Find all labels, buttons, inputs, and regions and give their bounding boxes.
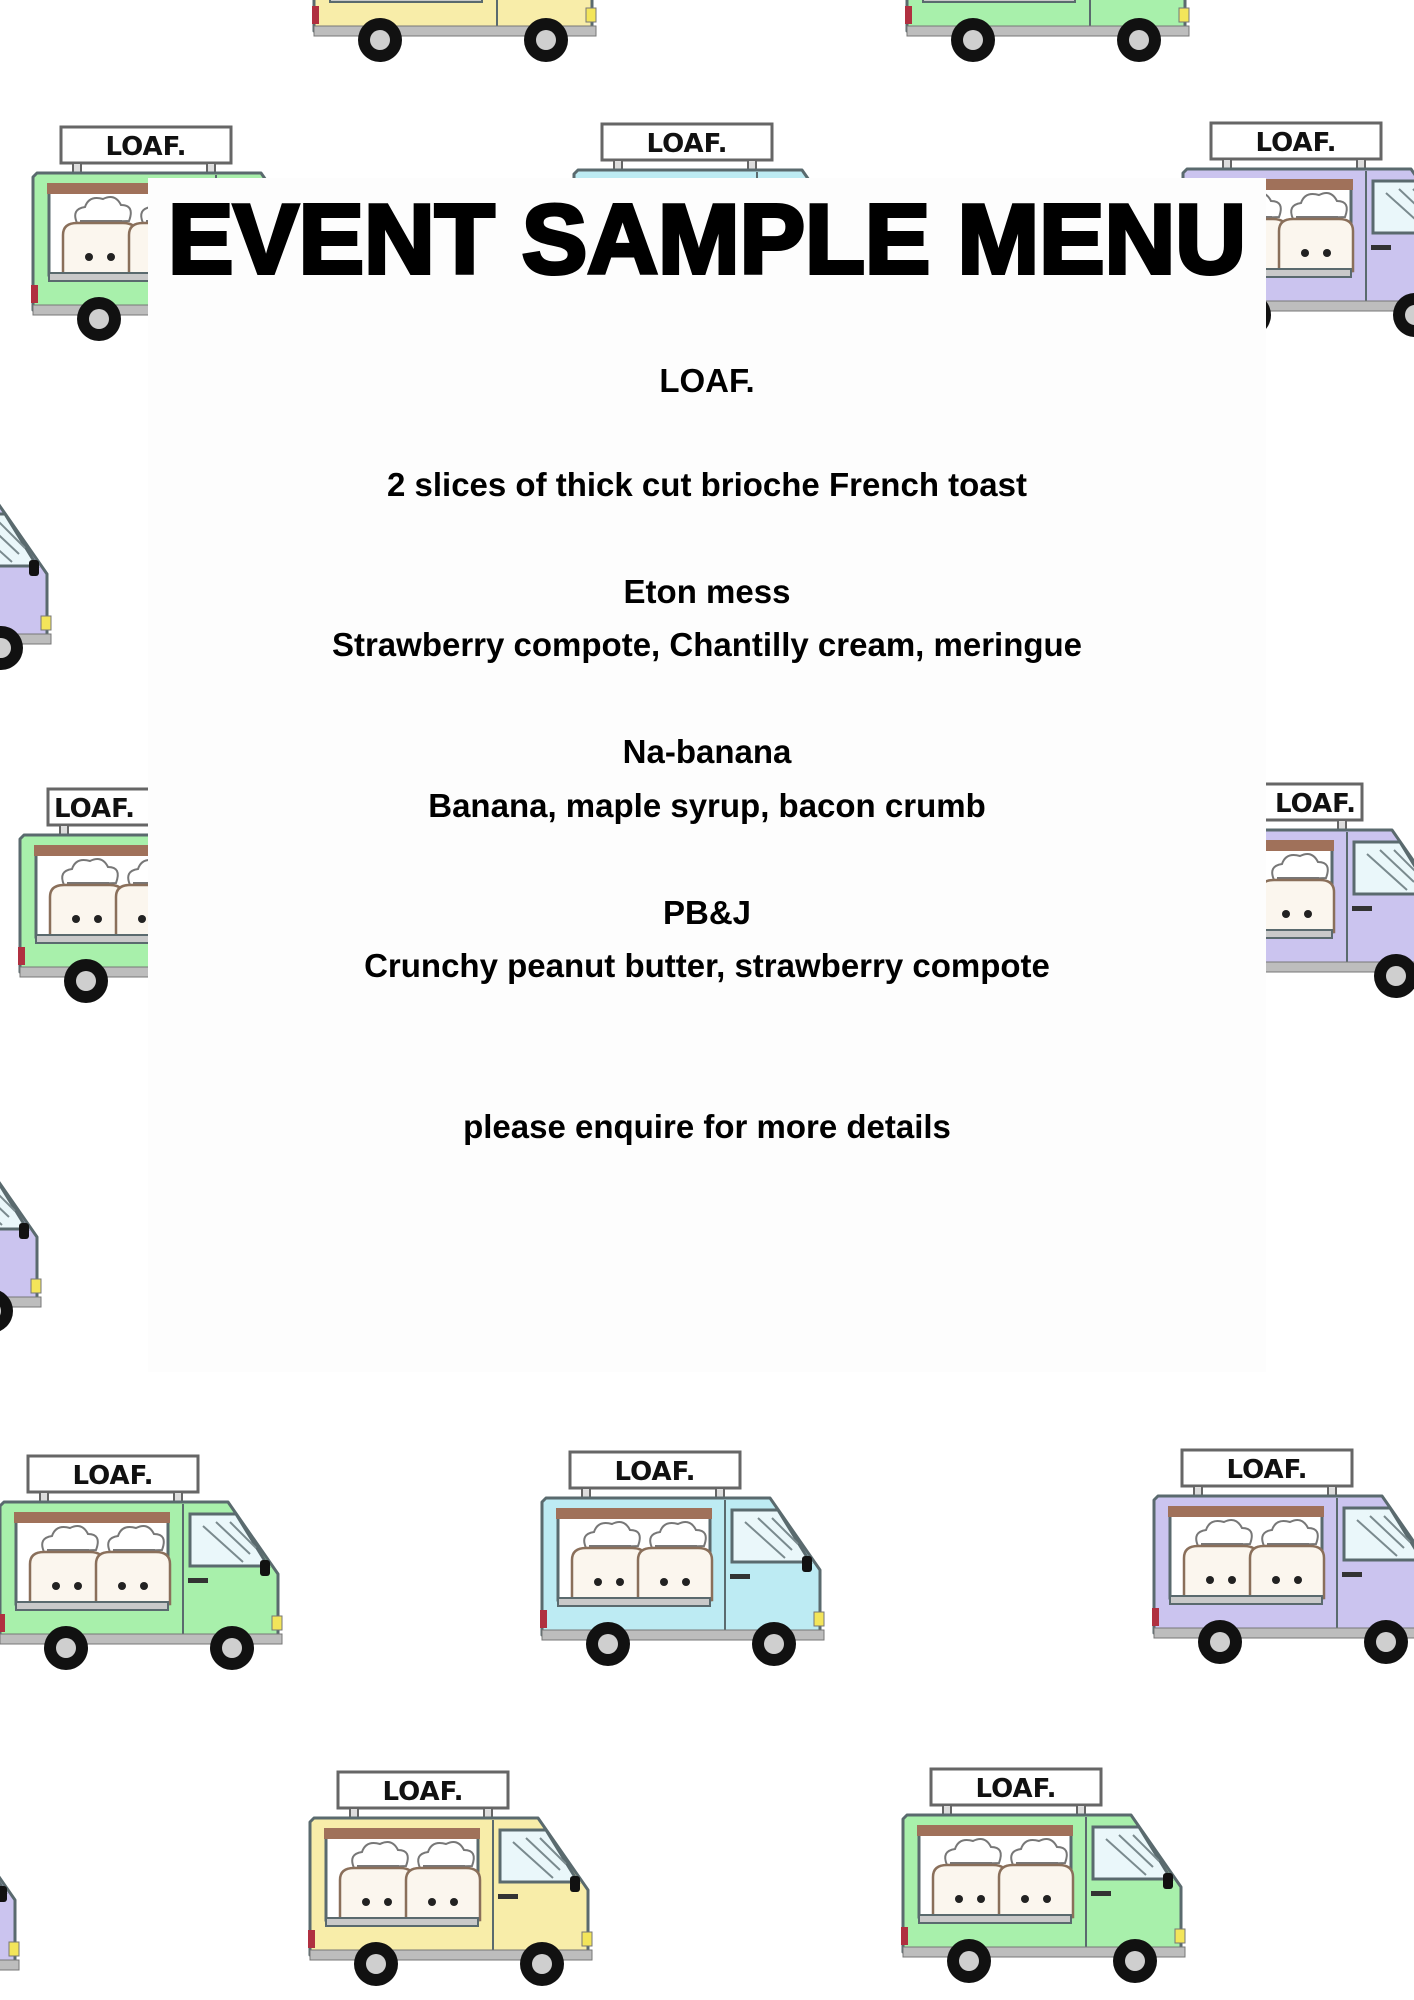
toast-chef-icon — [404, 1841, 482, 1922]
page-title: EVENT SAMPLE MENU — [166, 184, 1248, 294]
truck-sign-text: LOAF. — [383, 1777, 464, 1807]
toast-chef-icon — [1182, 1519, 1260, 1600]
menu-item-name: PB&J — [662, 894, 752, 931]
toast-chef-icon — [570, 1521, 648, 1602]
menu-item-name: Na-banana — [622, 733, 792, 770]
toast-chef-icon — [636, 1521, 714, 1602]
toast-chef-icon — [931, 1838, 1009, 1919]
food-truck-illustration: LOAF. — [298, 1750, 608, 1990]
truck-sign-text: LOAF. — [976, 1774, 1057, 1804]
toast-chef-icon — [997, 1838, 1075, 1919]
toast-chef-icon — [48, 858, 126, 939]
food-truck-illustration — [0, 1097, 57, 1337]
menu-item-name: Eton mess — [623, 573, 791, 610]
food-truck-illustration: LOAF. — [530, 1430, 840, 1670]
truck-sign-text: LOAF. — [1256, 128, 1337, 158]
food-truck-illustration — [0, 434, 67, 674]
truck-sign-text: LOAF. — [647, 129, 728, 159]
menu-intro: 2 slices of thick cut brioche French toa… — [386, 466, 1027, 503]
toast-chef-icon — [1277, 192, 1355, 273]
menu-item-description: Strawberry compote, Chantilly cream, mer… — [331, 626, 1083, 663]
truck-sign-text: LOAF. — [73, 1461, 154, 1491]
toast-chef-icon — [1248, 1519, 1326, 1600]
food-truck-illustration — [895, 0, 1205, 66]
menu-panel: EVENT SAMPLE MENU LOAF. 2 slices of thic… — [148, 178, 1266, 1372]
food-truck-illustration: LOAF. — [1142, 1428, 1414, 1668]
enquire-footer-text: please enquire for more details — [463, 1108, 951, 1145]
truck-sign-text: LOAF. — [1227, 1455, 1308, 1485]
toast-chef-icon — [94, 1525, 172, 1606]
menu-item-description: Banana, maple syrup, bacon crumb — [428, 787, 986, 824]
food-truck-illustration — [302, 0, 612, 66]
truck-sign-text: LOAF. — [54, 794, 135, 824]
truck-sign-text: LOAF. — [1275, 789, 1356, 819]
truck-sign-text: LOAF. — [106, 132, 187, 162]
food-truck-illustration: LOAF. — [0, 1434, 298, 1674]
food-truck-illustration — [0, 1760, 35, 2000]
toast-chef-icon — [61, 196, 139, 277]
truck-sign-text: LOAF. — [615, 1457, 696, 1487]
brand-name: LOAF. — [659, 362, 755, 399]
menu-item-description: Crunchy peanut butter, strawberry compot… — [364, 947, 1050, 984]
food-truck-illustration: LOAF. — [891, 1747, 1201, 1987]
